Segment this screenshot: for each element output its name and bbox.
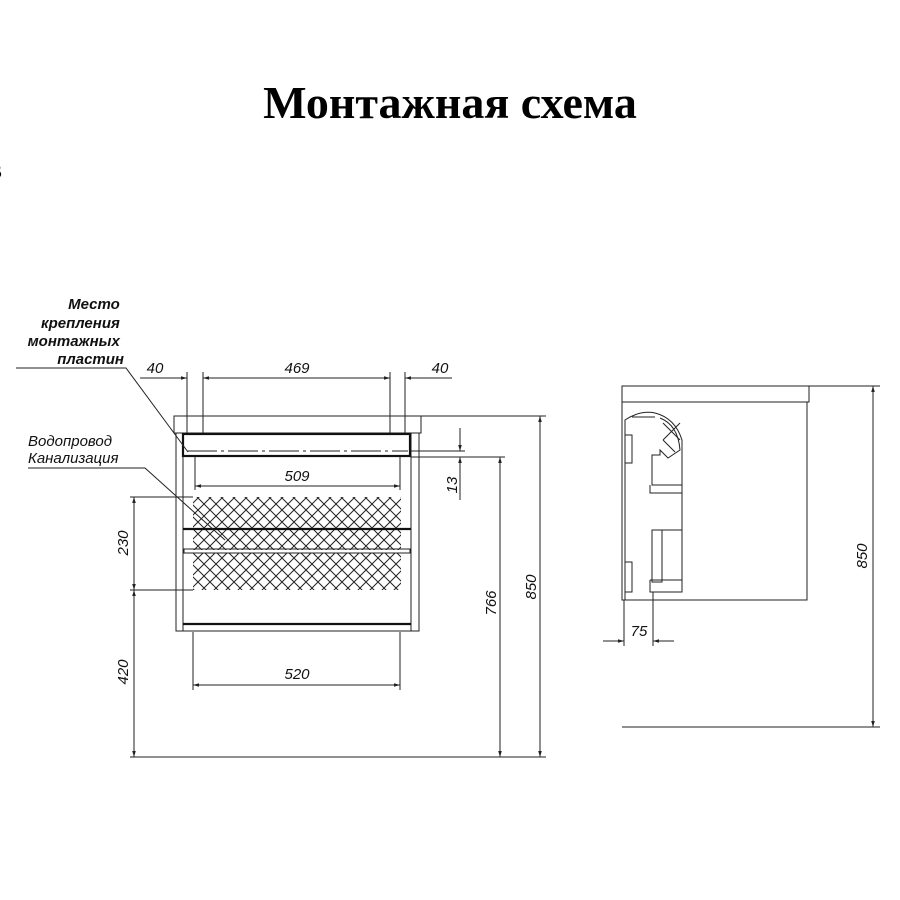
pipe-zone-lower [193,553,401,590]
dim-left-offset: 40 [147,360,164,377]
dim-pipe-zone: 230 [115,530,132,557]
cropped-text-fragment: в [0,152,2,186]
dim-plate-height: 13 [444,476,461,493]
dim-plate-level: 766 [483,590,500,616]
pipe-zone-upper [193,497,401,530]
label-mounting-plates: Место крепления монтажных пластин [28,296,124,368]
dim-right-offset: 40 [432,360,449,377]
dim-total-height-side: 850 [854,543,871,569]
page-title: Монтажная схема [263,77,637,128]
dim-total-height-front: 850 [523,574,540,600]
dim-pipe-height: 420 [115,659,132,685]
cabinet-body [175,433,420,632]
pipe-zone-middle [193,530,401,550]
dim-inner-width: 509 [284,468,310,485]
countertop [173,415,422,434]
side-view: 850 75 [603,385,880,728]
dim-depth-offset: 75 [631,623,648,640]
dim-plates-span: 469 [284,360,310,377]
dim-bottom-width: 520 [284,666,310,683]
label-pipes: Водопровод Канализация [28,433,119,467]
front-view: 40 469 40 509 13 230 420 520 766 850 Мес… [16,296,546,758]
side-body [621,401,808,601]
mounting-rail [181,432,412,458]
side-countertop [621,385,810,403]
